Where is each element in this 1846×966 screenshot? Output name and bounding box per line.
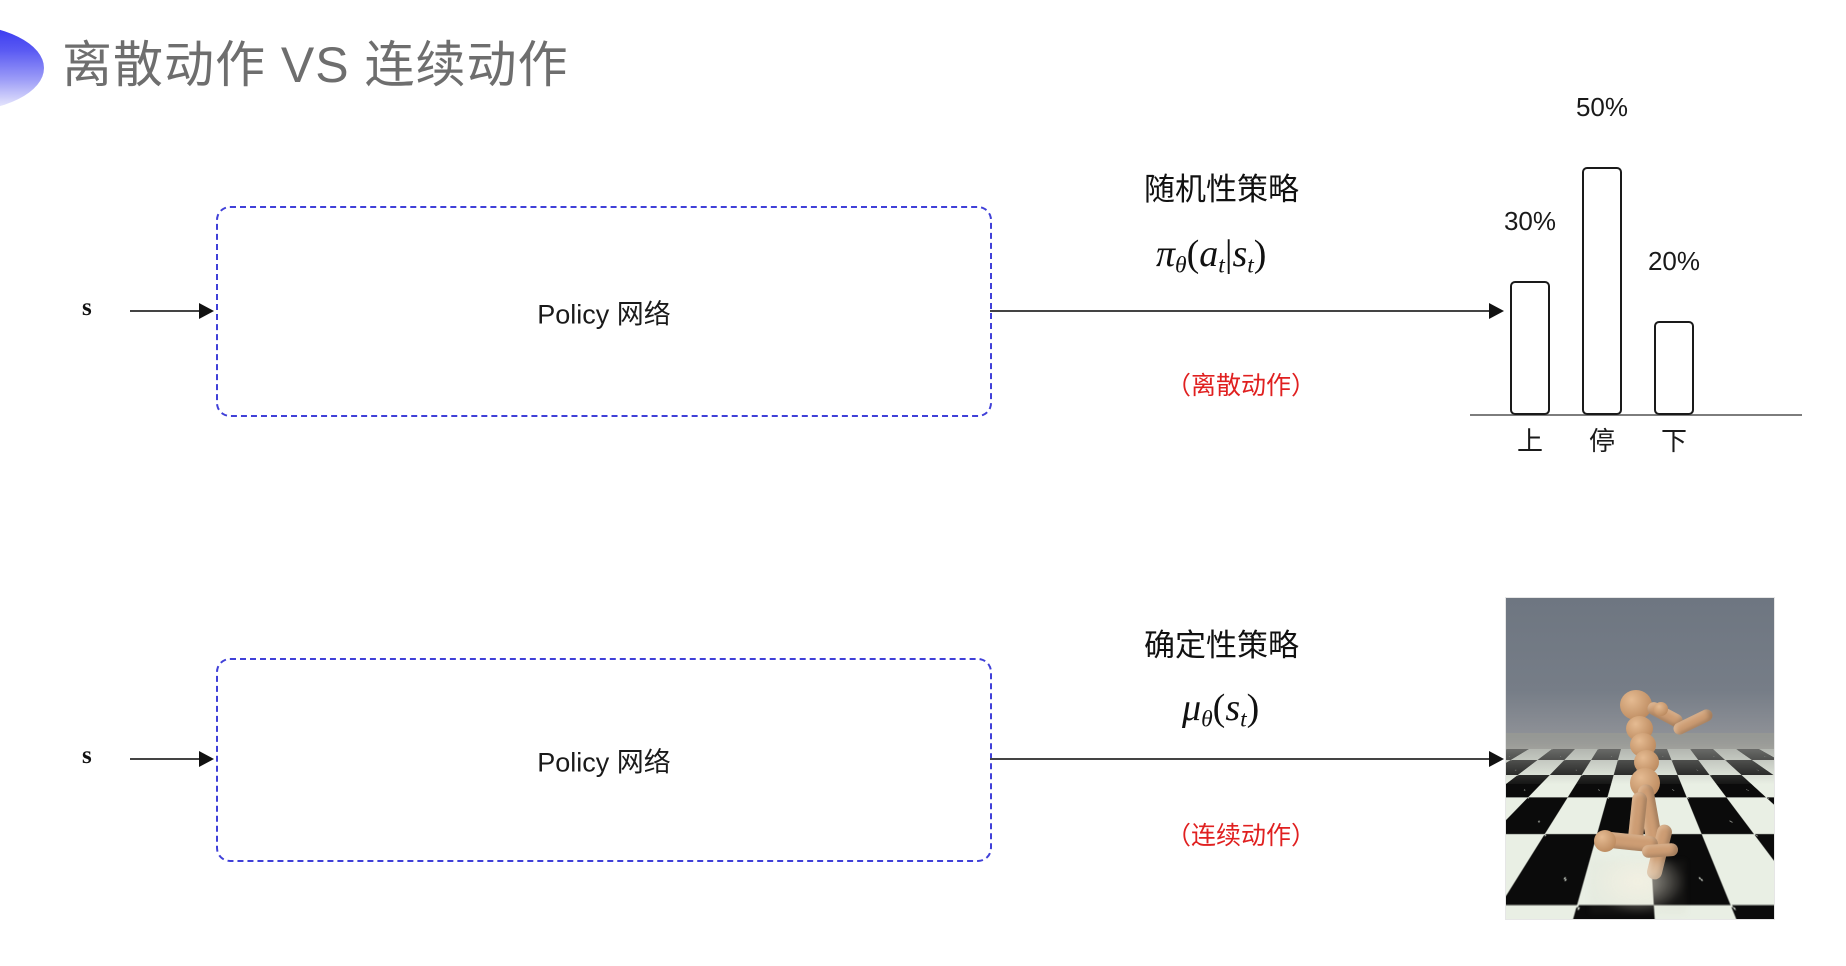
bar-category-stop: 停 (1588, 426, 1615, 456)
humanoid-head (1620, 690, 1652, 720)
arrow-state-to-policy-discrete (130, 310, 212, 312)
bar-value-up: 30% (1503, 206, 1557, 236)
humanoid-back-foot (1594, 830, 1616, 852)
arrow-state-to-policy-continuous (130, 758, 212, 760)
input-state-label-discrete: s (82, 294, 92, 321)
policy-network-label-continuous: Policy 网络 (537, 747, 671, 778)
policy-caption-discrete: 随机性策略 (1144, 172, 1299, 207)
bar-stop (1582, 167, 1622, 415)
arrow-policy-to-output-discrete (990, 310, 1502, 312)
policy-caption-continuous: 确定性策略 (1144, 628, 1299, 663)
humanoid-simulation-image (1505, 597, 1775, 920)
bar-category-down: 下 (1660, 426, 1687, 456)
policy-note-continuous: （连续动作） (1166, 822, 1317, 850)
bar-value-stop: 50% (1575, 92, 1629, 122)
chart-baseline-axis (1470, 414, 1802, 416)
policy-formula-discrete: πθ(at|st) (1156, 232, 1266, 280)
simulation-floor-reflection (1590, 860, 1686, 914)
humanoid-fist (1654, 702, 1668, 716)
input-state-label-continuous: s (82, 742, 92, 769)
policy-network-label-discrete: Policy 网络 (537, 299, 671, 329)
policy-formula-continuous: μθ(st) (1182, 686, 1259, 734)
bar-down (1654, 321, 1694, 415)
title-decoration-icon (0, 24, 44, 112)
humanoid-front-foot (1641, 842, 1679, 859)
page-title: 离散动作 VS 连续动作 (62, 37, 569, 93)
action-probability-chart: 30% 上 50% 停 20% 下 (1470, 92, 1810, 460)
policy-formula-discrete-text: πθ(at|st) (1156, 233, 1267, 279)
bar-value-down: 20% (1647, 246, 1701, 276)
policy-network-box-discrete[interactable]: Policy 网络 (216, 206, 992, 417)
arrow-policy-to-output-continuous (990, 758, 1502, 760)
bar-category-up: 上 (1516, 426, 1543, 456)
policy-formula-continuous-text: μθ(st) (1182, 687, 1260, 733)
policy-note-discrete: （离散动作） (1166, 372, 1317, 400)
policy-network-box-continuous[interactable]: Policy 网络 (216, 658, 992, 862)
bar-up (1510, 281, 1550, 415)
